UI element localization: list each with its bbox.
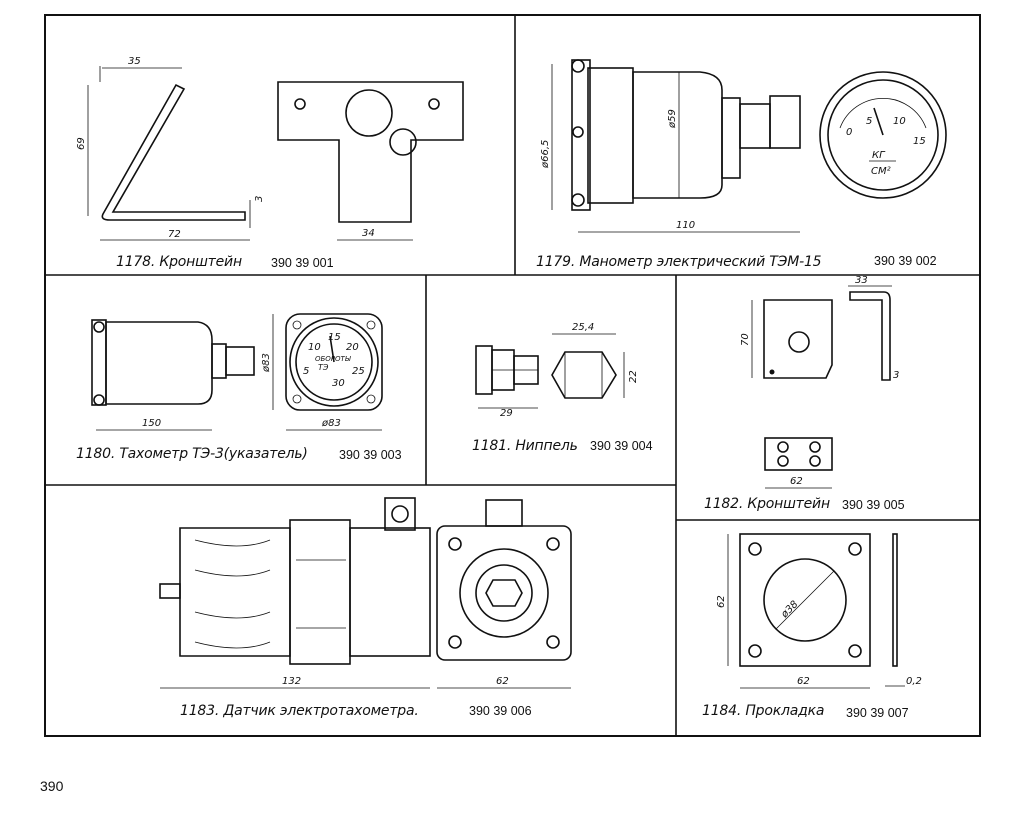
dial-1180-15: 15 bbox=[328, 332, 341, 343]
dim-1180-d83-bottom: ø83 bbox=[321, 418, 341, 429]
dim-1179-110: 110 bbox=[676, 220, 695, 231]
catalog-sheet bbox=[44, 14, 981, 737]
dim-1180-d83-side: ø83 bbox=[261, 353, 272, 373]
code-1182: 390 39 005 bbox=[842, 498, 905, 512]
dial-1180-5: 5 bbox=[303, 366, 309, 377]
dim-1178-35: 35 bbox=[128, 56, 141, 67]
page-number: 390 bbox=[40, 778, 64, 794]
code-1179: 390 39 002 bbox=[874, 254, 937, 268]
caption-1178: 1178. Кронштейн bbox=[116, 254, 242, 270]
dial-1179-5: 5 bbox=[866, 116, 872, 127]
dim-1181-25: 25,4 bbox=[572, 322, 594, 333]
dim-1181-22: 22 bbox=[628, 370, 639, 383]
code-1183: 390 39 006 bbox=[469, 704, 532, 718]
dim-1184-62-bottom: 62 bbox=[797, 676, 810, 687]
dial-1180-10: 10 bbox=[308, 342, 321, 353]
dial-1179-unit-top: КГ bbox=[872, 150, 886, 161]
caption-1182: 1182. Кронштейн bbox=[704, 496, 830, 512]
caption-1179: 1179. Манометр электрический ТЭМ-15 bbox=[536, 254, 822, 270]
dial-1180-30: 30 bbox=[332, 378, 345, 389]
dim-1183-132: 132 bbox=[282, 676, 301, 687]
dim-1184-thickness: 0,2 bbox=[906, 676, 922, 687]
dial-1179-0: 0 bbox=[846, 127, 852, 138]
dim-1179-d66: ø66,5 bbox=[540, 140, 551, 169]
dial-1179-10: 10 bbox=[893, 116, 906, 127]
code-1181: 390 39 004 bbox=[590, 439, 653, 453]
dim-1182-62: 62 bbox=[790, 476, 803, 487]
dim-1178-69: 69 bbox=[76, 137, 87, 150]
dim-1178-3: 3 bbox=[254, 196, 265, 202]
dim-1178-34: 34 bbox=[362, 228, 375, 239]
dim-1180-150: 150 bbox=[142, 418, 161, 429]
dim-1184-62-side: 62 bbox=[716, 595, 727, 608]
dim-1178-72: 72 bbox=[168, 229, 181, 240]
dim-1182-33: 33 bbox=[855, 275, 868, 286]
dial-1180-20: 20 bbox=[346, 342, 359, 353]
dial-1179-15: 15 bbox=[913, 136, 926, 147]
dim-1179-d59: ø59 bbox=[667, 109, 678, 129]
caption-1183: 1183. Датчик электротахометра. bbox=[180, 703, 419, 719]
dim-1182-3: 3 bbox=[893, 370, 899, 381]
dial-1180-mark: ТЭ bbox=[318, 363, 329, 372]
dim-1182-70: 70 bbox=[740, 333, 751, 346]
code-1180: 390 39 003 bbox=[339, 448, 402, 462]
caption-1184: 1184. Прокладка bbox=[702, 703, 825, 719]
dial-1180-25: 25 bbox=[352, 366, 365, 377]
code-1178: 390 39 001 bbox=[271, 256, 334, 270]
code-1184: 390 39 007 bbox=[846, 706, 909, 720]
caption-1180: 1180. Тахометр ТЭ-3(указатель) bbox=[76, 446, 308, 462]
dial-1179-unit-bottom: СМ² bbox=[871, 166, 891, 177]
caption-1181: 1181. Ниппель bbox=[472, 438, 578, 454]
dim-1181-29: 29 bbox=[500, 408, 513, 419]
dim-1183-62: 62 bbox=[496, 676, 509, 687]
dim-1184-d38: ø38 bbox=[779, 599, 801, 621]
